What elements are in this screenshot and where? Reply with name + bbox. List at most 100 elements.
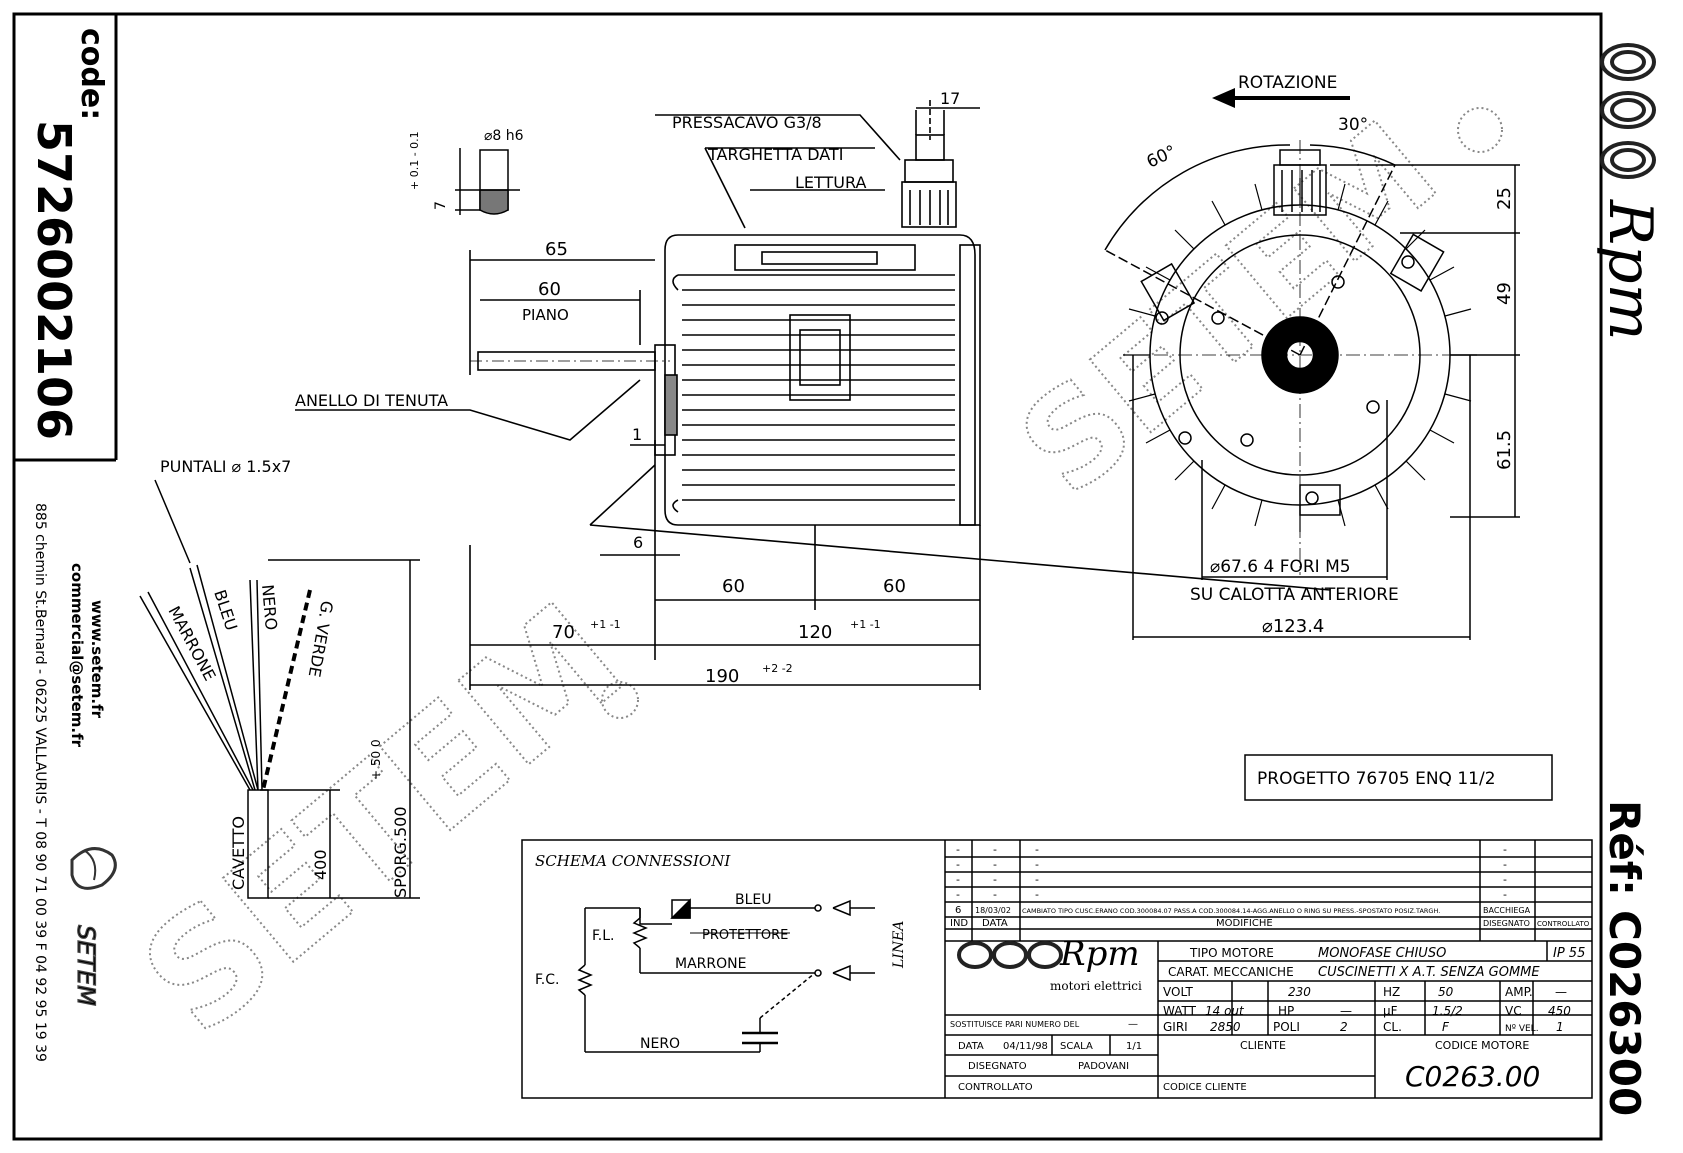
setem-logo: SETEM: [70, 847, 117, 1007]
uf-value: 1.5/2: [1432, 1004, 1463, 1018]
title-logo-sub: motori elettrici: [1050, 979, 1142, 993]
hp-value: —: [1340, 1004, 1352, 1018]
label-piano: PIANO: [522, 306, 569, 324]
schema-protettore: PROTETTORE: [702, 928, 788, 943]
motor-side-view: [295, 100, 1331, 690]
dim-25: 25: [1494, 187, 1515, 210]
rev2-data: -: [993, 858, 997, 871]
title-block: [521, 839, 1593, 1099]
dim-6: 6: [633, 533, 643, 552]
angle-60: 60°: [1144, 142, 1180, 173]
label-calotta: SU CALOTTA ANTERIORE: [1190, 585, 1399, 605]
watt-label: WATT: [1163, 1004, 1197, 1018]
code-box: code: 5726002106: [14, 14, 118, 462]
carat-value: CUSCINETTI X A.T. SENZA GOMME: [1318, 965, 1540, 980]
vc-value: 450: [1548, 1004, 1571, 1018]
dim-60-left: 60: [722, 576, 745, 597]
rev3-desc: -: [1035, 873, 1039, 886]
rev4-data: -: [993, 888, 997, 901]
motor-front-view: [1104, 96, 1520, 640]
shaft-dim-7: 7: [433, 201, 449, 210]
drawing-frame: [12, 12, 1603, 1141]
wiring-schematic: [577, 898, 875, 1053]
dim-sporg: SPORG.500: [391, 806, 410, 898]
tipo-value: MONOFASE CHIUSO: [1318, 946, 1446, 961]
schema-marrone: MARRONE: [675, 956, 746, 972]
ref-label: Réf:: [1600, 800, 1649, 896]
dim-60-right: 60: [883, 576, 906, 597]
title-logo-text: Rpm: [1059, 934, 1140, 974]
dim-400: 400: [311, 849, 330, 880]
label-cavetto: CAVETTO: [229, 816, 248, 890]
dim-65: 65: [545, 239, 568, 260]
label-fori: ⌀67.6 4 FORI M5: [1210, 557, 1351, 577]
label-lettura: LETTURA: [795, 173, 866, 192]
wire-nero: NERO: [258, 584, 281, 631]
hdr-controllato: CONTROLLATO: [1537, 920, 1590, 928]
tol-70: +1 -1: [590, 618, 621, 631]
schematic-labels: SCHEMA CONNESSIONI BLEU PROTETTORE F.L. …: [535, 852, 907, 1052]
rev3-ind: -: [956, 873, 960, 886]
amp-label: AMP.: [1505, 985, 1533, 999]
rev-last-data: 18/03/02: [975, 906, 1011, 915]
wire-g-verde: G. VERDE: [305, 599, 337, 678]
drawing-info: SOSTITUISCE PARI NUMERO DEL — DATA 04/11…: [950, 1019, 1529, 1093]
hdr-data: DATA: [982, 918, 1008, 929]
dim-120: 120: [798, 622, 832, 643]
nvel-value: 1: [1556, 1020, 1564, 1034]
rev3-data: -: [993, 873, 997, 886]
rev4-ind: -: [956, 888, 960, 901]
codice-cliente-label: CODICE CLIENTE: [1163, 1082, 1247, 1093]
watermark: SETEM SETEM: [110, 92, 1503, 1069]
rev2-desc: -: [1035, 858, 1039, 871]
sidebar-website: www.setem.fr: [88, 600, 106, 719]
rev1-dis: -: [1503, 843, 1507, 856]
volt-value: 230: [1288, 985, 1311, 999]
sostituisce-label: SOSTITUISCE PARI NUMERO DEL: [950, 1020, 1080, 1029]
rev3-dis: -: [1503, 873, 1507, 886]
codice-motore-label: CODICE MOTORE: [1435, 1039, 1529, 1052]
rev2-ind: -: [956, 858, 960, 871]
revision-table: - - - - - - - - - - - - - - - -: [956, 843, 1507, 901]
dim-sporg-tol: + 50 0: [369, 739, 383, 780]
setem-logo-text: SETEM: [72, 925, 100, 1006]
dim-70: 70: [552, 622, 575, 643]
dim-17: 17: [940, 89, 960, 108]
rev-last-dis: BACCHIEGA: [1483, 906, 1531, 915]
scala-value: 1/1: [1126, 1041, 1142, 1052]
rev4-desc: -: [1035, 888, 1039, 901]
codice-motore-value: C0263.00: [1405, 1060, 1540, 1093]
shaft-diameter: ⌀8 h6: [484, 128, 524, 144]
rev1-ind: -: [956, 843, 960, 856]
disegnato-label: DISEGNATO: [968, 1061, 1027, 1072]
progetto-text: PROGETTO 76705 ENQ 11/2: [1257, 769, 1496, 789]
dim-190: 190: [705, 666, 739, 687]
rotation-arrow: [1212, 88, 1235, 108]
code-value: 5726002106: [27, 120, 81, 440]
giri-value: 2850: [1210, 1020, 1241, 1034]
data-label: DATA: [958, 1041, 984, 1052]
tol-190: +2 -2: [762, 662, 793, 675]
rev2-dis: -: [1503, 858, 1507, 871]
dim-1: 1: [632, 425, 642, 444]
label-anello: ANELLO DI TENUTA: [295, 391, 448, 410]
rpm-logo-coils: [1600, 43, 1656, 179]
volt-label: VOLT: [1163, 985, 1193, 999]
hdr-ind: IND: [950, 918, 968, 929]
dim-60-piano: 60: [538, 279, 561, 300]
sidebar-address: 885 chemin St.Bernard - 06225 VALLAURIS …: [32, 503, 48, 1062]
dim-49: 49: [1494, 282, 1515, 305]
data-value: 04/11/98: [1003, 1041, 1048, 1052]
label-puntali: PUNTALI ⌀ 1.5x7: [160, 457, 291, 476]
watt-value: 14 out: [1205, 1004, 1245, 1018]
tol-120: +1 -1: [850, 618, 881, 631]
hp-label: HP: [1278, 1004, 1294, 1018]
uf-label: µF: [1383, 1004, 1398, 1018]
rev4-dis: -: [1503, 888, 1507, 901]
nvel-label: Nº VEL.: [1505, 1024, 1539, 1034]
cl-label: CL.: [1383, 1020, 1402, 1034]
hdr-modifiche: MODIFICHE: [1216, 918, 1273, 929]
carat-label: CARAT. MECCANICHE: [1168, 965, 1294, 979]
disegnato-value: PADOVANI: [1078, 1061, 1129, 1072]
